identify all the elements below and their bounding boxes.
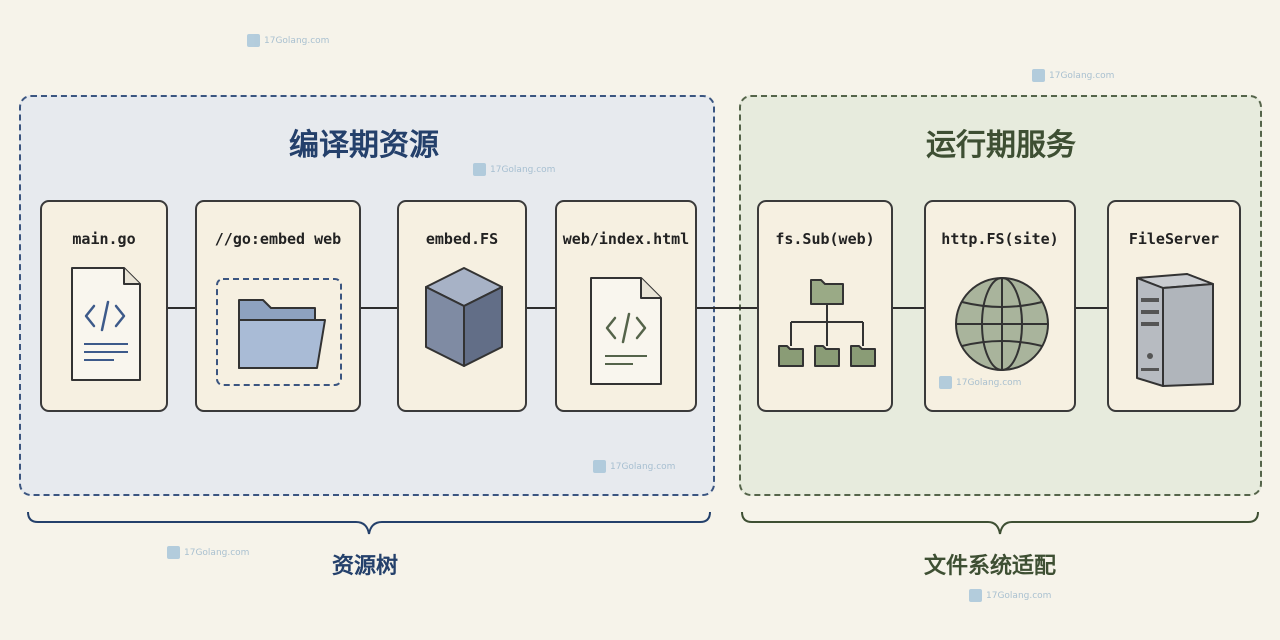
card-label: web/index.html (562, 230, 690, 248)
connector-6 (1075, 307, 1108, 309)
watermark-logo-icon (593, 460, 606, 473)
watermark: 17Golang.com (167, 546, 249, 559)
folder-icon (216, 278, 342, 386)
card-label: //go:embed web (214, 230, 342, 248)
watermark: 17Golang.com (247, 34, 329, 47)
watermark-text: 17Golang.com (264, 35, 330, 46)
card-label: embed.FS (425, 230, 499, 248)
server-icon (1136, 273, 1214, 387)
folder-tree-icon (778, 279, 876, 367)
runtime-title: 运行期服务 (926, 128, 1076, 163)
card-go-embed: //go:embed web (195, 200, 361, 412)
watermark-text: 17Golang.com (1049, 70, 1115, 81)
connector-5 (892, 307, 925, 309)
card-main-go: main.go (40, 200, 168, 412)
card-label: FileServer (1128, 230, 1220, 248)
cube-icon (425, 267, 503, 367)
connector-4 (696, 307, 758, 309)
card-fileserver: FileServer (1107, 200, 1241, 412)
watermark: 17Golang.com (1032, 69, 1114, 82)
watermark-text: 17Golang.com (610, 461, 676, 472)
card-label: http.FS(site) (941, 230, 1059, 248)
watermark-logo-icon (247, 34, 260, 47)
connector-3 (526, 307, 556, 309)
card-web-index: web/index.html (555, 200, 697, 412)
code-file-icon (590, 277, 662, 385)
watermark-logo-icon (969, 589, 982, 602)
card-label: main.go (72, 230, 136, 248)
card-embed-fs: embed.FS (397, 200, 527, 412)
watermark: 17Golang.com (969, 589, 1051, 602)
watermark-logo-icon (939, 376, 952, 389)
globe-icon (955, 277, 1049, 371)
watermark-logo-icon (1032, 69, 1045, 82)
card-label: fs.Sub(web) (775, 230, 875, 248)
right-brace (741, 511, 1259, 535)
card-fs-sub: fs.Sub(web) (757, 200, 893, 412)
watermark: 17Golang.com (939, 376, 1021, 389)
connector-1 (167, 307, 196, 309)
watermark-logo-icon (167, 546, 180, 559)
watermark-text: 17Golang.com (986, 590, 1052, 601)
connector-2 (360, 307, 398, 309)
watermark-text: 17Golang.com (956, 377, 1022, 388)
compile-time-title: 编译期资源 (289, 128, 439, 163)
resource-tree-label: 资源树 (331, 553, 399, 579)
code-file-icon (71, 267, 141, 381)
watermark-logo-icon (473, 163, 486, 176)
watermark: 17Golang.com (593, 460, 675, 473)
watermark: 17Golang.com (473, 163, 555, 176)
filesystem-adapter-label: 文件系统适配 (923, 553, 1057, 579)
left-brace (27, 511, 711, 535)
watermark-text: 17Golang.com (490, 164, 556, 175)
watermark-text: 17Golang.com (184, 547, 250, 558)
